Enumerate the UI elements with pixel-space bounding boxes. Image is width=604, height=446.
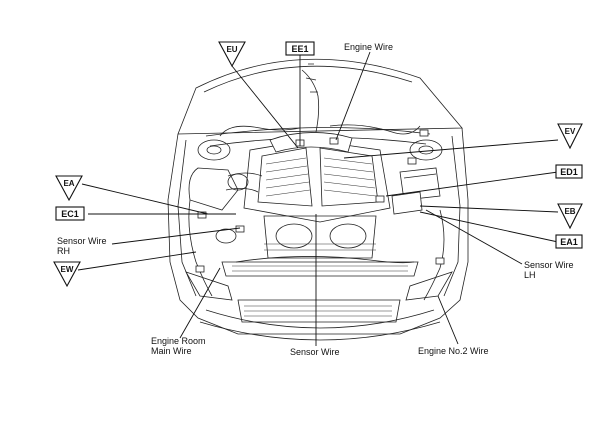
triangle-connector-eu: EU: [218, 41, 246, 68]
box-connector-ec1: EC1: [55, 206, 85, 221]
triangle-connector-ew: EW: [53, 261, 81, 288]
sensor-wire-label: Sensor Wire: [290, 347, 340, 357]
leader-sensor-rh: [111, 227, 241, 245]
triangle-connector-eb: EB: [557, 203, 583, 230]
label-eb: EB: [564, 207, 575, 216]
engine-room-main-wire-label-line2: Main Wire: [151, 346, 192, 356]
label-ee1: EE1: [291, 44, 308, 54]
leader-eu: [231, 65, 299, 149]
wire-labels: Engine Wire Sensor Wire RH Sensor Wire L…: [57, 42, 574, 357]
sensor-wire-rh-label-line1: Sensor Wire: [57, 236, 107, 246]
leader-ed1: [385, 171, 559, 197]
sensor-wire-lh-label-line2: LH: [524, 270, 536, 280]
leader-engine-room-main: [179, 267, 221, 339]
triangle-connector-ev: EV: [557, 123, 583, 150]
box-connector-ee1: EE1: [285, 41, 315, 56]
engine-wire-label: Engine Wire: [344, 42, 393, 52]
triangle-connector-ea: EA: [55, 175, 83, 202]
leader-ew: [77, 251, 197, 271]
label-ew: EW: [61, 265, 74, 274]
box-connector-ed1: ED1: [555, 164, 583, 179]
sensor-wire-rh-label-line2: RH: [57, 246, 70, 256]
leader-engine-no2: [437, 295, 459, 345]
leader-eb: [419, 205, 559, 213]
leader-lines: [77, 51, 559, 346]
box-connector-ea1: EA1: [555, 234, 583, 249]
leader-ea1: [419, 211, 559, 243]
engine-room-main-wire-label-line1: Engine Room: [151, 336, 206, 346]
label-eu: EU: [226, 45, 237, 54]
leader-ea: [81, 183, 209, 215]
engine-no2-wire-label: Engine No.2 Wire: [418, 346, 489, 356]
label-ea: EA: [63, 179, 74, 188]
label-ea1: EA1: [560, 237, 578, 247]
sensor-wire-lh-label-line1: Sensor Wire: [524, 260, 574, 270]
engine-bay-illustration: [167, 58, 469, 341]
label-ec1: EC1: [61, 209, 79, 219]
leader-sensor-lh: [425, 209, 523, 265]
leader-ev: [343, 139, 559, 159]
label-ed1: ED1: [560, 167, 578, 177]
leader-engine-wire: [335, 51, 371, 141]
label-ev: EV: [565, 127, 576, 136]
